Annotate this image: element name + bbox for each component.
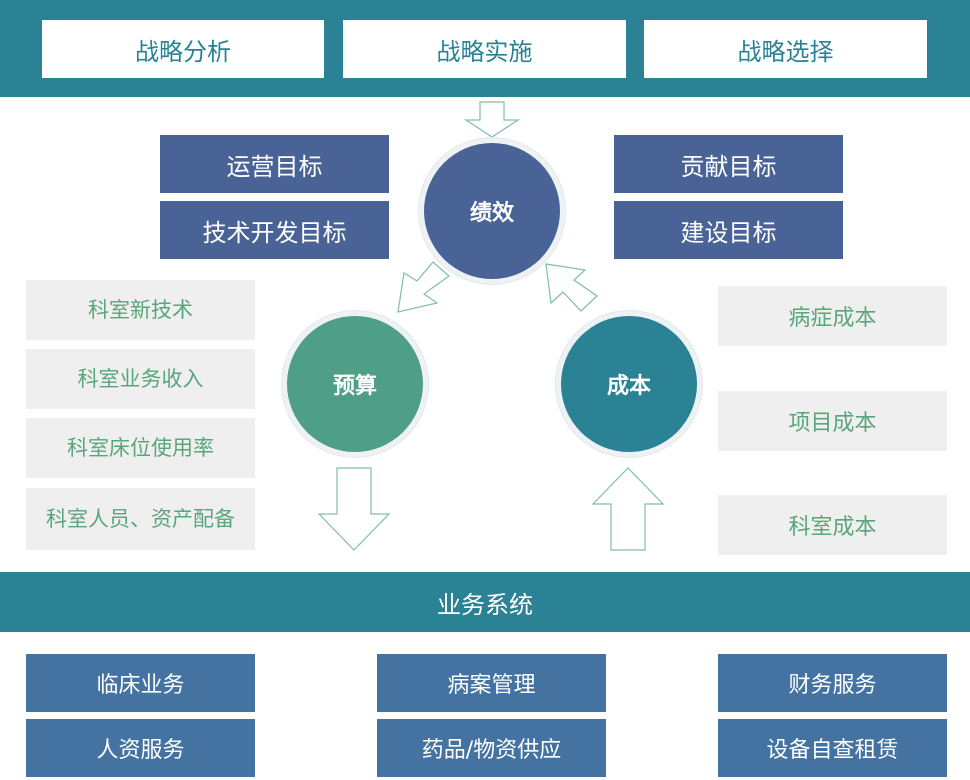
service-box: 人资服务	[26, 719, 255, 777]
budget-circle: 预算	[287, 316, 423, 452]
goal-operation: 运营目标	[160, 135, 389, 193]
goal-construction-label: 建设目标	[680, 218, 777, 247]
budget-item: 科室业务收入	[26, 349, 255, 409]
strategy-implementation-box: 战略实施	[343, 20, 626, 78]
budget-item-label: 科室床位使用率	[67, 435, 214, 460]
budget-label: 预算	[332, 374, 377, 399]
goal-construction: 建设目标	[614, 201, 843, 259]
service-box: 病案管理	[377, 654, 606, 712]
strategy-implementation-label: 战略实施	[436, 37, 533, 66]
cost-item: 科室成本	[718, 495, 947, 555]
budget-item-label: 科室新技术	[88, 297, 193, 322]
service-label: 病案管理	[447, 673, 536, 698]
goal-contribution: 贡献目标	[614, 135, 843, 193]
arrow-performance-to-budget	[397, 261, 450, 313]
business-system-band: 业务系统	[0, 572, 970, 632]
budget-item: 科室人员、资产配备	[26, 488, 255, 550]
budget-item: 科室床位使用率	[26, 418, 255, 478]
cost-item: 项目成本	[718, 391, 947, 451]
goal-contribution-label: 贡献目标	[680, 152, 777, 181]
service-label: 财务服务	[788, 673, 877, 698]
service-box: 财务服务	[718, 654, 947, 712]
service-box: 设备自查租赁	[718, 719, 947, 777]
service-label: 设备自查租赁	[766, 738, 899, 763]
arrow-cost-to-performance	[545, 263, 598, 312]
strategy-selection-label: 战略选择	[737, 37, 834, 66]
cost-item-label: 项目成本	[788, 411, 877, 436]
service-label: 药品/物资供应	[421, 738, 562, 763]
cost-label: 成本	[606, 374, 651, 399]
performance-label: 绩效	[469, 201, 514, 226]
strategy-analysis-box: 战略分析	[42, 20, 324, 78]
strategy-analysis-label: 战略分析	[135, 37, 231, 66]
service-box: 临床业务	[26, 654, 255, 712]
down-arrow-budget	[317, 467, 391, 551]
goal-operation-label: 运营目标	[226, 152, 323, 181]
goal-tech-dev: 技术开发目标	[160, 201, 389, 259]
business-system-label: 业务系统	[437, 590, 533, 619]
cost-item-label: 科室成本	[788, 515, 877, 540]
down-arrow-strategy	[463, 101, 521, 138]
performance-circle: 绩效	[424, 143, 560, 279]
service-label: 人资服务	[96, 738, 185, 763]
budget-item: 科室新技术	[26, 280, 255, 340]
cost-circle: 成本	[561, 316, 697, 452]
budget-item-label: 科室业务收入	[77, 366, 204, 391]
service-label: 临床业务	[96, 673, 185, 698]
service-box: 药品/物资供应	[377, 719, 606, 777]
up-arrow-cost	[591, 467, 665, 551]
cost-item-label: 病症成本	[788, 306, 877, 331]
strategy-selection-box: 战略选择	[644, 20, 927, 78]
budget-item-label: 科室人员、资产配备	[46, 506, 235, 531]
cost-item: 病症成本	[718, 286, 947, 346]
goal-tech-dev-label: 技术开发目标	[202, 218, 347, 247]
